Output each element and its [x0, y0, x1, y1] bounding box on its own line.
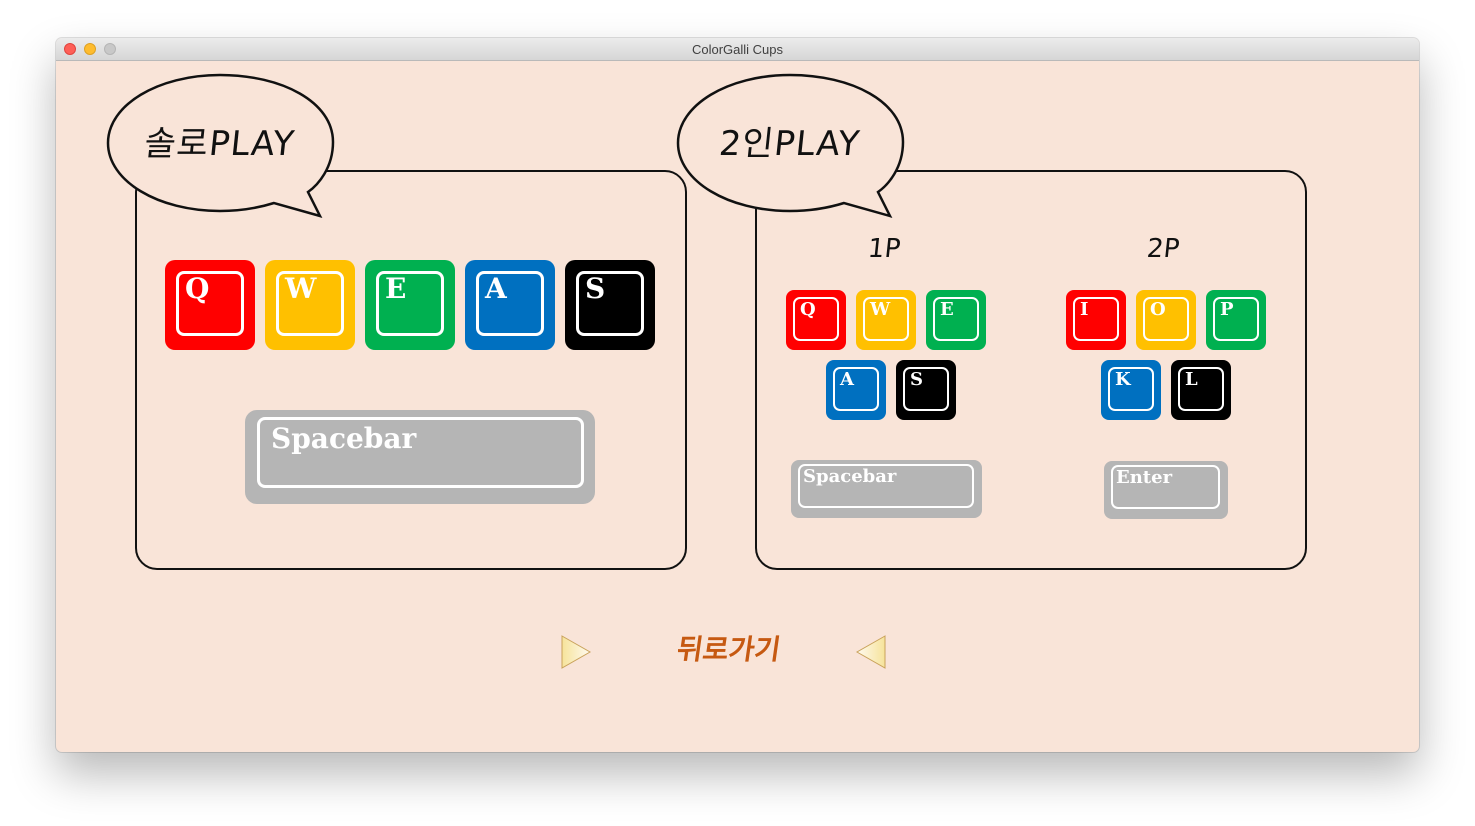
zoom-window-button[interactable] [104, 43, 116, 55]
key-label: W [870, 299, 891, 320]
key-label: L [1185, 369, 1198, 390]
key-label: S [910, 369, 923, 390]
key-label: I [1080, 299, 1089, 320]
title-bar: ColorGalli Cups [56, 38, 1419, 61]
two-player-panel[interactable]: 1P 2P Q W E A S I O [755, 170, 1307, 570]
solo-key-w: W [265, 260, 355, 350]
window-title: ColorGalli Cups [691, 42, 784, 57]
key-label: Spacebar [803, 466, 897, 487]
close-window-button[interactable] [64, 43, 76, 55]
key-label: Enter [1116, 467, 1173, 488]
two-player-speech-bubble: 2인PLAY [676, 72, 906, 218]
p1-key-a: A [826, 360, 886, 420]
p1-key-w: W [856, 290, 916, 350]
left-triangle-arrow-icon[interactable] [855, 634, 887, 670]
key-label: Q [185, 272, 210, 305]
back-label[interactable]: 뒤로가기 [674, 633, 783, 666]
p2-key-p: P [1206, 290, 1266, 350]
key-label: A [485, 272, 507, 305]
solo-key-q: Q [165, 260, 255, 350]
solo-spacebar-key: Spacebar [245, 410, 595, 504]
p1-key-s: S [896, 360, 956, 420]
key-label: S [585, 272, 606, 305]
minimize-window-button[interactable] [84, 43, 96, 55]
p1-key-q: Q [786, 290, 846, 350]
key-label: P [1220, 299, 1234, 320]
solo-key-s: S [565, 260, 655, 350]
app-window: ColorGalli Cups Q W E A S Spacebar [56, 38, 1419, 752]
key-label: W [285, 272, 317, 305]
solo-key-a: A [465, 260, 555, 350]
right-triangle-arrow-icon[interactable] [560, 634, 592, 670]
solo-play-panel[interactable]: Q W E A S Spacebar [135, 170, 687, 570]
key-label: O [1150, 299, 1166, 320]
key-label: E [385, 272, 407, 305]
solo-play-title: 솔로PLAY [142, 124, 297, 164]
key-label: Spacebar [271, 422, 417, 455]
key-label: K [1115, 369, 1131, 390]
p2-key-i: I [1066, 290, 1126, 350]
key-label: Q [800, 299, 816, 320]
p2-key-o: O [1136, 290, 1196, 350]
solo-play-speech-bubble: 솔로PLAY [106, 72, 336, 218]
solo-key-e: E [365, 260, 455, 350]
p2-key-k: K [1101, 360, 1161, 420]
p2-enter-key: Enter [1104, 461, 1228, 519]
p2-key-l: L [1171, 360, 1231, 420]
two-player-title: 2인PLAY [717, 124, 862, 164]
player2-label: 2P [1145, 234, 1181, 264]
p1-key-e: E [926, 290, 986, 350]
player1-label: 1P [866, 234, 902, 264]
key-label: E [940, 299, 954, 320]
key-label: A [840, 369, 854, 390]
p1-spacebar-key: Spacebar [791, 460, 982, 518]
